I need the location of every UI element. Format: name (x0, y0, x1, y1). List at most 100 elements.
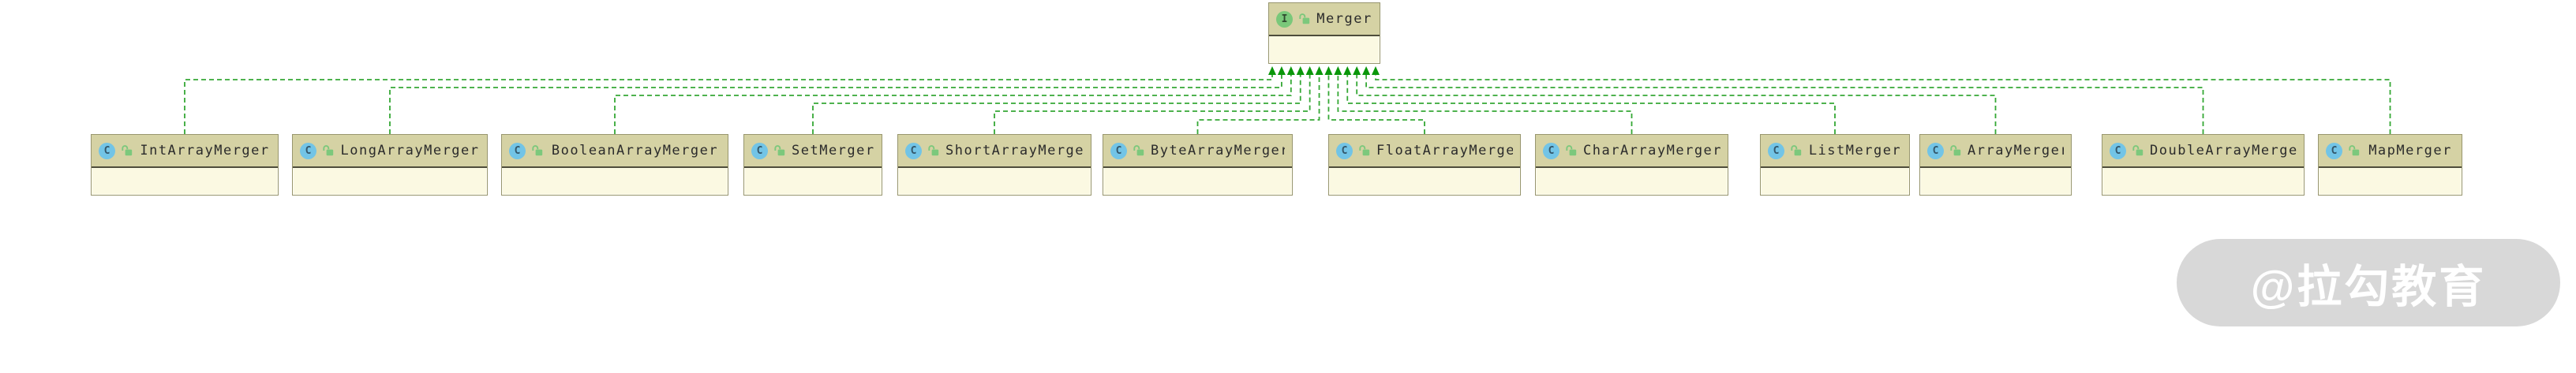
inheritance-arrowhead (1343, 66, 1352, 75)
implements-edge-BooleanArrayMerger (614, 75, 1292, 134)
node-fields-section (1761, 168, 1909, 195)
implements-edge-FloatArrayMerger (1327, 75, 1425, 134)
open-lock-icon (928, 145, 939, 156)
node-header: C CharArrayMerger (1536, 135, 1728, 168)
inheritance-arrowhead (1362, 66, 1371, 75)
class-icon: C (1927, 142, 1944, 159)
node-label: SetMerger (792, 143, 874, 159)
open-lock-icon (1359, 145, 1370, 156)
node-fields-section (1536, 168, 1728, 195)
class-icon: C (1543, 142, 1559, 159)
implements-edge-ListMerger (1346, 75, 1836, 134)
node-header: C BooleanArrayMerger (502, 135, 728, 168)
implements-edge-LongArrayMerger (389, 75, 1282, 134)
node-header: C ShortArrayMerger (898, 135, 1091, 168)
implements-edge-SetMerger (812, 75, 1301, 134)
implements-edge-ArrayMerger (1356, 75, 1997, 134)
node-label: CharArrayMerger (1583, 143, 1720, 159)
node-label: LongArrayMerger (340, 143, 480, 159)
inheritance-arrowhead (1305, 66, 1314, 75)
class-icon: C (99, 142, 115, 159)
class-icon: C (2326, 142, 2342, 159)
node-header: C ListMerger (1761, 135, 1909, 168)
node-fields-section (92, 168, 278, 195)
node-header: C SetMerger (744, 135, 882, 168)
class-node-MapMerger[interactable]: C MapMerger (2318, 134, 2462, 196)
class-node-IntArrayMerger[interactable]: C IntArrayMerger (91, 134, 279, 196)
class-node-ByteArrayMerger[interactable]: C ByteArrayMerger (1103, 134, 1293, 196)
inheritance-arrowhead (1268, 66, 1276, 75)
class-node-BooleanArrayMerger[interactable]: C BooleanArrayMerger (501, 134, 728, 196)
node-fields-section (1269, 36, 1380, 63)
node-header: C ArrayMerger (1920, 135, 2071, 168)
watermark-text: @拉勾教育 (2250, 261, 2487, 312)
class-icon: C (1110, 142, 1127, 159)
inheritance-arrowhead (1353, 66, 1361, 75)
class-icon: C (1768, 142, 1784, 159)
watermark-badge: @拉勾教育 (2177, 239, 2560, 326)
node-header: C MapMerger (2319, 135, 2462, 168)
node-header: C FloatArrayMerger (1329, 135, 1520, 168)
open-lock-icon (1566, 145, 1577, 156)
node-label: MapMerger (2368, 143, 2452, 159)
open-lock-icon (1133, 145, 1144, 156)
class-node-ArrayMerger[interactable]: C ArrayMerger (1919, 134, 2072, 196)
open-lock-icon (774, 145, 785, 156)
class-node-LongArrayMerger[interactable]: C LongArrayMerger (292, 134, 488, 196)
open-lock-icon (323, 145, 334, 156)
node-fields-section (898, 168, 1091, 195)
node-fields-section (2319, 168, 2462, 195)
implements-edge-CharArrayMerger (1337, 75, 1633, 134)
class-node-ListMerger[interactable]: C ListMerger (1760, 134, 1910, 196)
node-label: BooleanArrayMerger (551, 143, 719, 159)
node-fields-section (744, 168, 882, 195)
open-lock-icon (2349, 145, 2360, 156)
node-header: C IntArrayMerger (92, 135, 278, 168)
node-label: ListMerger (1808, 143, 1902, 159)
open-lock-icon (122, 145, 133, 156)
inheritance-arrowhead (1324, 66, 1333, 75)
inheritance-arrowhead (1334, 66, 1342, 75)
node-fields-section (1920, 168, 2071, 195)
class-icon: C (2110, 142, 2126, 159)
node-label: ArrayMerger (1968, 143, 2064, 159)
open-lock-icon (1299, 13, 1310, 24)
open-lock-icon (532, 145, 543, 156)
implements-edge-ShortArrayMerger (994, 75, 1311, 134)
interface-node-Merger[interactable]: I Merger (1268, 2, 1380, 64)
node-header: C ByteArrayMerger (1103, 135, 1292, 168)
node-fields-section (1103, 168, 1292, 195)
open-lock-icon (1950, 145, 1961, 156)
inheritance-arrowhead (1372, 66, 1380, 75)
class-icon: C (1336, 142, 1353, 159)
node-fields-section (502, 168, 728, 195)
open-lock-icon (2132, 145, 2144, 156)
node-label: Merger (1316, 11, 1372, 27)
inheritance-arrowhead (1315, 66, 1324, 75)
class-node-CharArrayMerger[interactable]: C CharArrayMerger (1535, 134, 1728, 196)
implements-edge-ByteArrayMerger (1196, 75, 1320, 134)
open-lock-icon (1791, 145, 1802, 156)
class-node-DoubleArrayMerger[interactable]: C DoubleArrayMerger (2102, 134, 2305, 196)
class-node-FloatArrayMerger[interactable]: C FloatArrayMerger (1328, 134, 1521, 196)
node-label: FloatArrayMerger (1376, 143, 1513, 159)
class-icon: C (509, 142, 526, 159)
node-label: DoubleArrayMerger (2150, 143, 2297, 159)
class-icon: C (751, 142, 768, 159)
interface-icon: I (1276, 10, 1293, 28)
implements-edge-DoubleArrayMerger (1365, 75, 2204, 134)
node-fields-section (2102, 168, 2304, 195)
implements-edge-IntArrayMerger (184, 75, 1273, 134)
class-node-ShortArrayMerger[interactable]: C ShortArrayMerger (897, 134, 1091, 196)
inheritance-arrowhead (1296, 66, 1305, 75)
class-node-SetMerger[interactable]: C SetMerger (743, 134, 882, 196)
node-label: ShortArrayMerger (945, 143, 1084, 159)
class-icon: C (300, 142, 316, 159)
node-header: C LongArrayMerger (293, 135, 487, 168)
node-fields-section (293, 168, 487, 195)
node-fields-section (1329, 168, 1520, 195)
node-label: ByteArrayMerger (1151, 143, 1285, 159)
node-header: C DoubleArrayMerger (2102, 135, 2304, 168)
node-header: I Merger (1269, 3, 1380, 36)
